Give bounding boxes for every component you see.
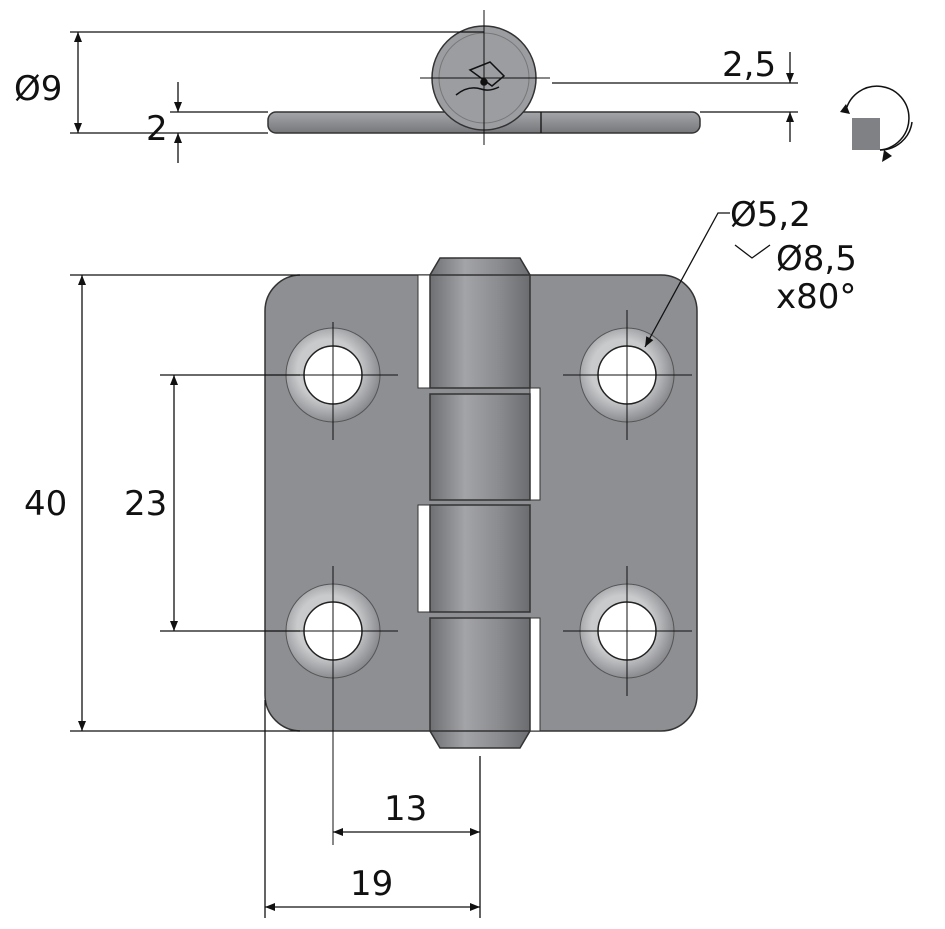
top-view: Ø9 2 2,5 xyxy=(14,10,913,163)
mounting-hole xyxy=(563,566,692,696)
dim-hole-diameter: Ø5,2 xyxy=(730,195,811,235)
countersink-symbol xyxy=(734,244,771,259)
dim-leaf-width: 19 xyxy=(350,864,393,904)
dim-hole-to-axis: 13 xyxy=(384,789,427,829)
mounting-hole xyxy=(268,322,398,440)
knuckle xyxy=(429,257,531,749)
dim-hole-spacing: 23 xyxy=(124,484,167,524)
dim-height: 40 xyxy=(24,484,67,524)
dim-plate-thickness: 2 xyxy=(146,109,168,149)
dim-countersink-angle: x80° xyxy=(776,277,856,317)
mounting-hole xyxy=(563,310,692,440)
dim-knuckle-diameter: Ø9 xyxy=(14,69,62,109)
front-view: 40 23 13 19 Ø5,2 Ø8,5 x80° xyxy=(24,195,857,918)
mounting-hole xyxy=(268,566,398,845)
dim-countersink-diameter: Ø8,5 xyxy=(776,239,857,279)
dim-offset: 2,5 xyxy=(722,45,776,85)
rotation-arrow-icon xyxy=(840,85,913,162)
